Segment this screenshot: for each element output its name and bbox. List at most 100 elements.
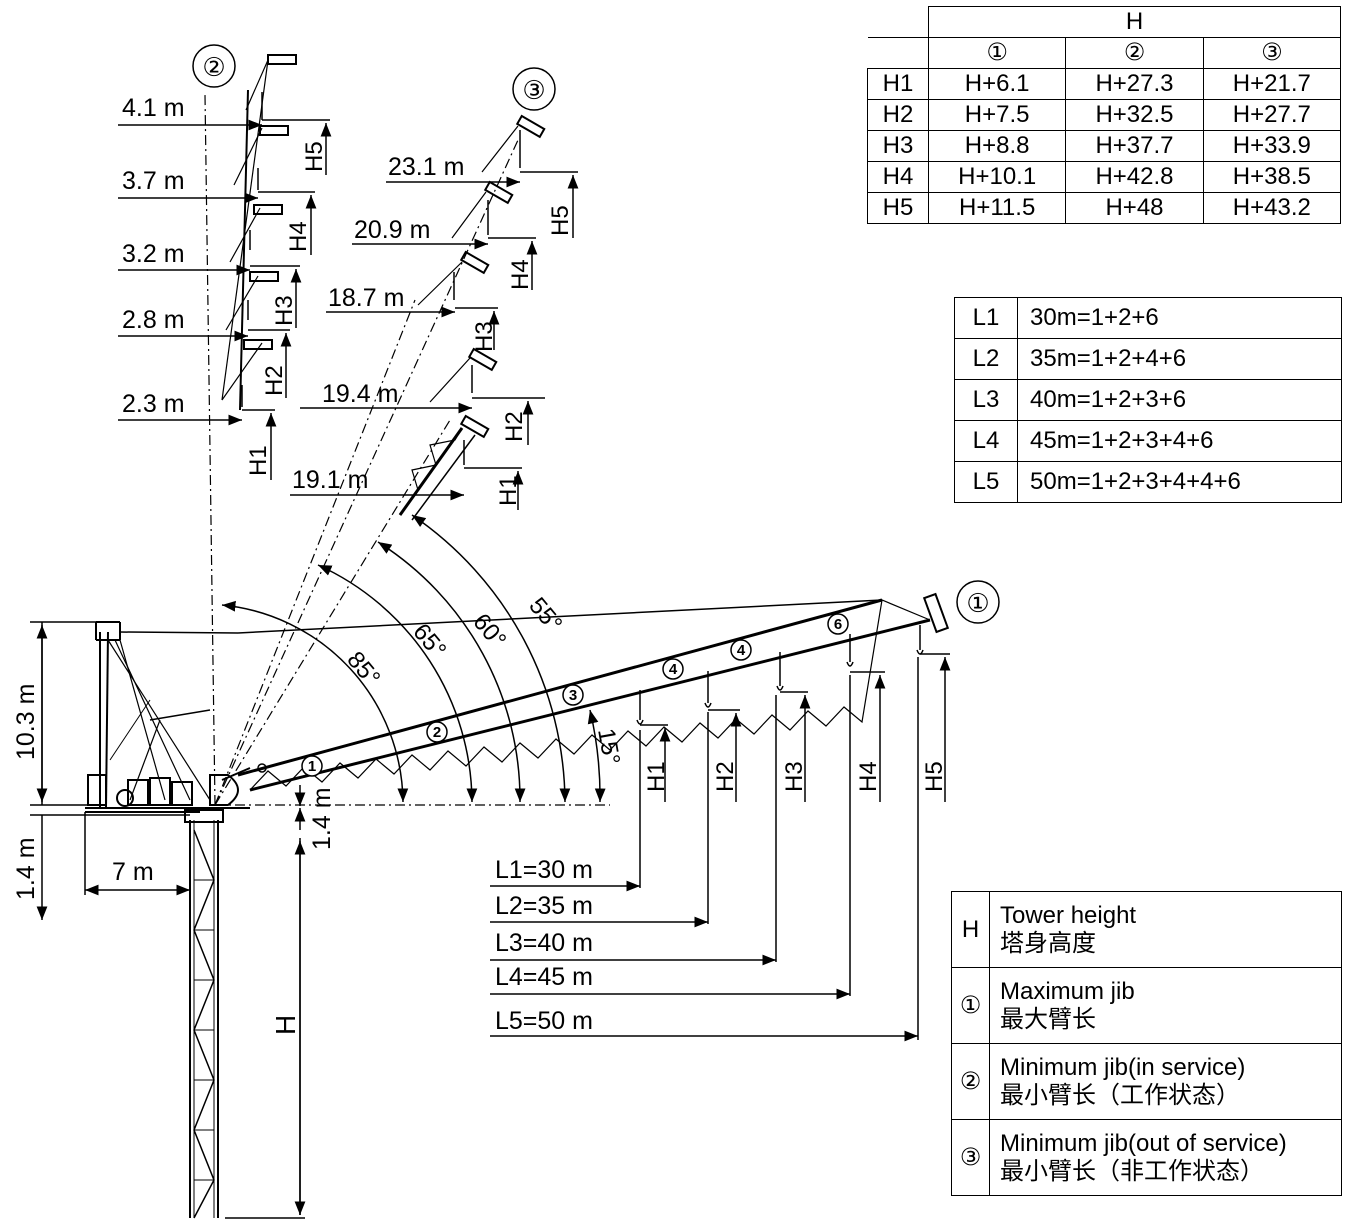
radius-label: 20.9 m (354, 216, 430, 244)
l2-label: L2=35 m (495, 892, 593, 920)
table-row: H3 H+8.8 H+37.7 H+33.9 (867, 130, 1342, 162)
table-row: L2 35m=1+2+4+6 (954, 338, 1342, 380)
l4-label: L4=45 m (495, 963, 593, 991)
config2-radius-labels: 4.1 m 3.7 m 3.2 m 2.8 m 2.3 m (122, 94, 185, 418)
table-row: L1 30m=1+2+6 (954, 297, 1342, 339)
radius-label: 2.8 m (122, 306, 185, 334)
h5-label: H5 (547, 205, 574, 236)
config-1-label: ① (966, 588, 989, 618)
h3-label: H3 (781, 761, 808, 792)
jib-length-table: L1 30m=1+2+6 L2 35m=1+2+4+6 L3 40m=1+2+3… (954, 297, 1342, 503)
l5-label: L5=50 m (495, 1007, 593, 1035)
legend-en: Tower height (1000, 901, 1137, 929)
length-labels: L1=30 m L2=35 m L3=40 m L4=45 m L5=50 m (495, 856, 593, 1035)
tower-mast (184, 809, 224, 1219)
table-row: L4 45m=1+2+3+4+6 (954, 420, 1342, 462)
table-row: H5 H+11.5 H+48 H+43.2 (867, 192, 1342, 224)
radius-label: 18.7 m (328, 284, 404, 312)
config3-radius-lines (290, 176, 520, 501)
radius-label: 19.1 m (292, 466, 368, 494)
h3-label: H3 (271, 295, 298, 326)
section-label: 2 (433, 724, 441, 741)
legend-table: H Tower height 塔身高度 ① Maximum jib 最大臂长 ②… (951, 891, 1342, 1196)
height-table-header: H (928, 6, 1341, 38)
angle-85: 85° (341, 647, 385, 692)
h1-label: H1 (495, 475, 522, 506)
h4-label: H4 (855, 761, 882, 792)
h2-label: H2 (501, 411, 528, 442)
section-label: 1 (308, 758, 316, 775)
angle-65: 65° (407, 619, 451, 664)
h2-label: H2 (261, 365, 288, 396)
legend-zh: 最大臂长 (1000, 1005, 1096, 1033)
h1-label: H1 (245, 445, 272, 476)
height-table: H ① ② ③ H1 H+6.1 H+27.3 H+21.7 H2 H+7.5 … (867, 6, 1342, 224)
section-label: 4 (669, 661, 678, 678)
radius-label: 3.2 m (122, 240, 185, 268)
h2-label: H2 (712, 761, 739, 792)
angle-55: 55° (523, 593, 567, 638)
config-col-3: ③ (1202, 37, 1342, 69)
l3-label: L3=40 m (495, 929, 593, 957)
section-label: 6 (834, 616, 842, 633)
table-row: H2 H+7.5 H+32.5 H+27.7 (867, 99, 1342, 131)
table-row: H1 H+6.1 H+27.3 H+21.7 (867, 68, 1342, 100)
config-2-label: ② (202, 52, 225, 82)
config1-hooks (636, 625, 924, 725)
jib-config-2 (221, 54, 297, 411)
legend-row: ③ Minimum jib(out of service) 最小臂长（非工作状态… (951, 1119, 1342, 1196)
config1-height-arrows (640, 653, 951, 802)
base-dimension-labels: 10.3 m 1.4 m 1.4 m 7 m H (12, 684, 336, 1035)
mast-height-label: 10.3 m (12, 684, 40, 760)
config3-height-labels: H5 H4 H3 H2 H1 (471, 205, 574, 506)
config3-radius-labels: 23.1 m 20.9 m 18.7 m 19.4 m 19.1 m (292, 153, 464, 494)
counter-jib-label: 7 m (112, 858, 154, 886)
a-frame-mast (95, 621, 239, 809)
table-row: L5 50m=1+2+3+4+4+6 (954, 461, 1342, 503)
legend-en: Minimum jib(in service) (1000, 1053, 1246, 1081)
config2-radius-lines (118, 119, 262, 426)
legend-row: ① Maximum jib 最大臂长 (951, 967, 1342, 1044)
config-marker-labels: ② ③ ① (202, 52, 989, 618)
h5-label: H5 (301, 141, 328, 172)
table-row: L3 40m=1+2+3+6 (954, 379, 1342, 421)
jib-config-3 (398, 114, 546, 521)
h1-label: H1 (643, 761, 670, 792)
legend-row: H Tower height 塔身高度 (951, 891, 1342, 968)
radius-label: 19.4 m (322, 380, 398, 408)
radius-label: 3.7 m (122, 167, 185, 195)
angle-60: 60° (467, 609, 511, 654)
config3-height-arrows (455, 171, 579, 510)
section-label: 4 (737, 642, 746, 659)
config-markers (192, 44, 1000, 624)
legend-zh: 最小臂长（工作状态） (1000, 1081, 1240, 1109)
jib-offset-label: 1.4 m (308, 787, 336, 850)
radius-label: 4.1 m (122, 94, 185, 122)
angle-labels: 85° 65° 60° 55° 15° (341, 593, 625, 767)
legend-row: ② Minimum jib(in service) 最小臂长（工作状态） (951, 1043, 1342, 1120)
config-3-label: ③ (522, 75, 545, 105)
legend-zh: 塔身高度 (1000, 929, 1096, 957)
slew-height-label: 1.4 m (12, 837, 40, 900)
length-lines (490, 657, 919, 1042)
legend-en: Minimum jib(out of service) (1000, 1129, 1287, 1157)
table-row: H4 H+10.1 H+42.8 H+38.5 (867, 161, 1342, 193)
config-col-2: ② (1065, 37, 1204, 69)
radius-label: 2.3 m (122, 390, 185, 418)
angle-arcs (221, 514, 606, 803)
tower-height-label: H (270, 1015, 301, 1035)
l1-label: L1=30 m (495, 856, 593, 884)
jib-section-labels: 1 2 3 4 4 6 (308, 616, 842, 775)
legend-en: Maximum jib (1000, 977, 1135, 1005)
angle-15: 15° (592, 726, 625, 766)
section-label: 3 (569, 687, 577, 704)
h4-label: H4 (507, 259, 534, 290)
radius-label: 23.1 m (388, 153, 464, 181)
config2-height-arrows (242, 119, 332, 480)
h3-label: H3 (471, 321, 498, 352)
base-dimensions (30, 621, 306, 1219)
h4-label: H4 (285, 221, 312, 252)
config2-height-labels: H5 H4 H3 H2 H1 (245, 141, 328, 476)
h5-label: H5 (921, 761, 948, 792)
